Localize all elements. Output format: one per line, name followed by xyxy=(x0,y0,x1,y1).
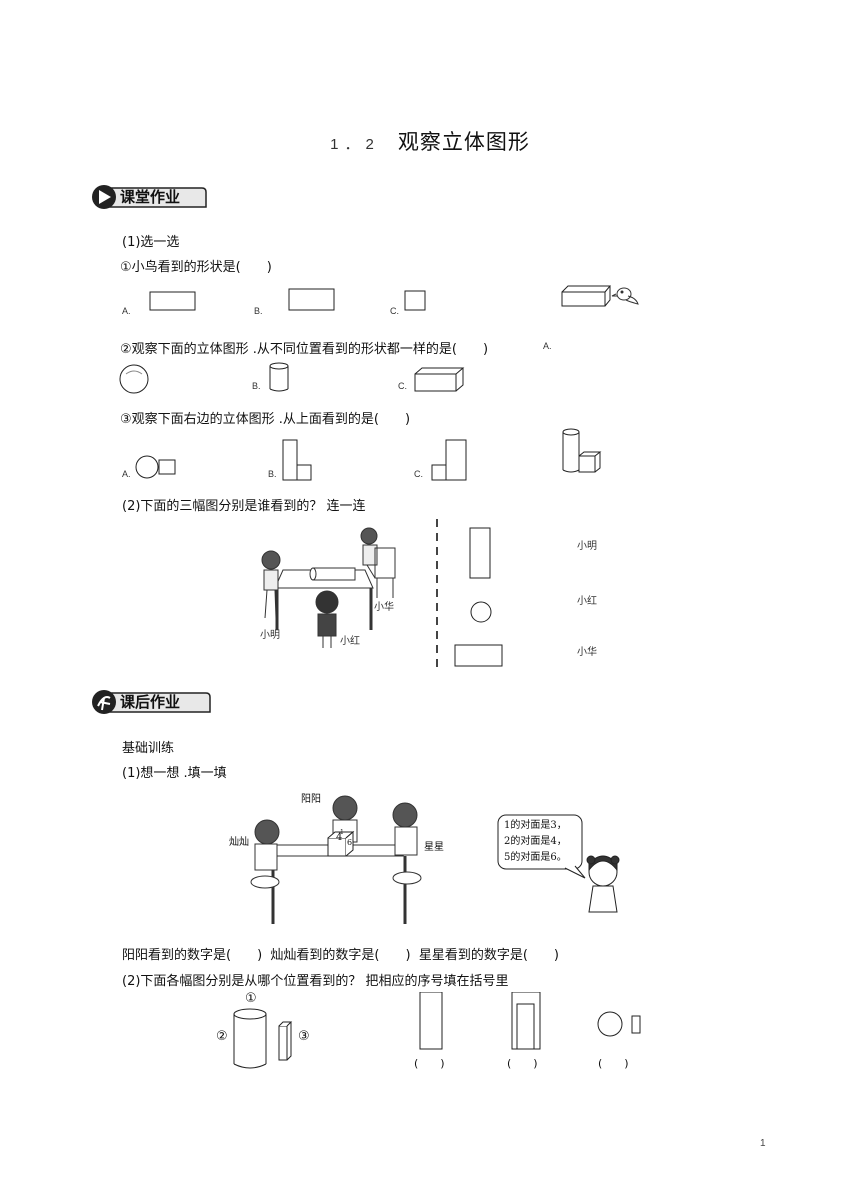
match-name-xiaohong: 小红 xyxy=(577,596,597,607)
q1-2-text: ②观察下面的立体图形 .从不同位置看到的形状都一样的是( ) xyxy=(120,342,489,357)
cube-face-side: 6 xyxy=(347,838,353,847)
option-b-label: B. xyxy=(254,306,263,316)
s2-q1-heading: (1)想一想 .填一填 xyxy=(122,766,227,781)
label-yangyang: 阳阳 xyxy=(301,794,321,805)
label-xiaohua: 小华 xyxy=(374,602,394,613)
marker-top: ① xyxy=(245,991,257,1006)
circle-square-a xyxy=(135,455,176,479)
badge-frame xyxy=(92,690,211,714)
option-a-label: A. xyxy=(122,306,131,316)
cube-face-top: 1 xyxy=(340,829,344,836)
answer-blank-1[interactable]: ( ) xyxy=(414,1057,445,1070)
section-badge-classwork: 课堂作业 xyxy=(90,183,208,211)
section-badge-homework: 课后作业 xyxy=(90,688,212,716)
s2-q2-heading: (2)下面各幅图分别是从哪个位置看到的？ 把相应的序号填在括号里 xyxy=(122,974,509,989)
q2-heading: (2)下面的三幅图分别是谁看到的？ 连一连 xyxy=(122,499,366,514)
option-c-label: C. xyxy=(390,306,399,316)
view-tall-rectangle xyxy=(419,992,443,1050)
badge-label: 课后作业 xyxy=(120,693,181,711)
cuboid-c xyxy=(414,367,465,392)
number-cube xyxy=(327,830,355,857)
boy-xiaoming xyxy=(261,550,281,619)
lesson-number: 1．2 xyxy=(330,136,380,153)
speech-text: 1的对面是3， 2的对面是4， 5的对面是6。 xyxy=(504,818,567,866)
speech-line-2: 2的对面是4， xyxy=(504,836,567,847)
views-illustration xyxy=(233,992,641,1069)
option-a-label: A. xyxy=(543,341,552,351)
lesson-title: 观察立体图形 xyxy=(397,130,530,154)
option-b-label: B. xyxy=(268,469,277,479)
speech-girl-illustration xyxy=(497,814,620,913)
girl-xiaohong xyxy=(315,590,339,648)
q1-1-shapes xyxy=(149,285,639,311)
square-c xyxy=(404,290,426,311)
cuboid-solid xyxy=(561,285,612,307)
cylinder-b xyxy=(269,362,289,392)
answer-blank-3[interactable]: ( ) xyxy=(598,1057,629,1070)
cube-scene-illustration xyxy=(250,795,422,924)
label-xiaoming: 小明 xyxy=(260,630,280,641)
marker-left: ② xyxy=(216,1029,228,1044)
marker-right: ③ xyxy=(298,1029,310,1044)
play-icon xyxy=(99,190,111,204)
label-canxian: 灿灿 xyxy=(229,837,249,848)
speech-line-3: 5的对面是6。 xyxy=(504,852,567,863)
basic-training-heading: 基础训练 xyxy=(122,741,175,756)
page-number: 1 xyxy=(760,1138,766,1149)
q1-1-text: ①小鸟看到的形状是( ) xyxy=(120,260,272,275)
runner-icon xyxy=(97,696,111,711)
match-name-xiaohua: 小华 xyxy=(577,647,597,658)
option-b-label: B. xyxy=(252,381,261,391)
short-tall-c xyxy=(431,439,467,481)
sphere-a xyxy=(119,364,149,394)
girl-character xyxy=(586,855,620,913)
bird-icon xyxy=(611,287,639,305)
speech-bubble xyxy=(497,814,583,870)
xingxing-kid xyxy=(392,802,422,885)
label-xingxing: 星星 xyxy=(424,842,444,853)
q1-heading: (1)选一选 xyxy=(122,235,180,250)
match-name-xiaoming: 小明 xyxy=(577,541,597,552)
canxian-kid xyxy=(250,819,280,889)
answer-blank-2[interactable]: ( ) xyxy=(507,1057,538,1070)
option-c-label: C. xyxy=(414,469,423,479)
q1-3-text: ③观察下面右边的立体图形 .从上面看到的是( ) xyxy=(120,412,411,427)
option-a-label: A. xyxy=(122,469,131,479)
cylinder-cube-solid xyxy=(562,428,602,473)
speech-line-1: 1的对面是3， xyxy=(504,820,567,831)
badge-frame xyxy=(92,185,207,209)
badge-label: 课堂作业 xyxy=(120,188,181,206)
thin-prism-solid xyxy=(278,1021,293,1061)
view-circle-and-bar xyxy=(597,1011,641,1037)
fill-in-numbers-line: 阳阳看到的数字是( ) 灿灿看到的数字是( ) 星星看到的数字是( ) xyxy=(122,948,559,963)
circle-shape xyxy=(470,601,492,623)
tall-rectangle xyxy=(469,527,491,579)
label-xiaohong: 小红 xyxy=(340,636,360,647)
cylinder-solid xyxy=(233,1008,267,1069)
q1-3-shapes xyxy=(135,428,602,481)
option-c-label: C. xyxy=(398,381,407,391)
page-title: 1．2 观察立体图形 xyxy=(0,126,860,156)
rectangle-b xyxy=(288,288,335,311)
boy-xiaohua xyxy=(360,527,396,598)
cube-face-front: 4 xyxy=(336,832,343,843)
wide-rectangle xyxy=(454,644,503,667)
table-scene-illustration xyxy=(261,527,396,648)
q1-2-shapes xyxy=(119,362,465,394)
wide-rectangle-a xyxy=(149,291,196,311)
match-shapes xyxy=(436,519,503,667)
tall-short-b xyxy=(282,439,312,481)
view-nested-rectangle xyxy=(511,992,541,1050)
